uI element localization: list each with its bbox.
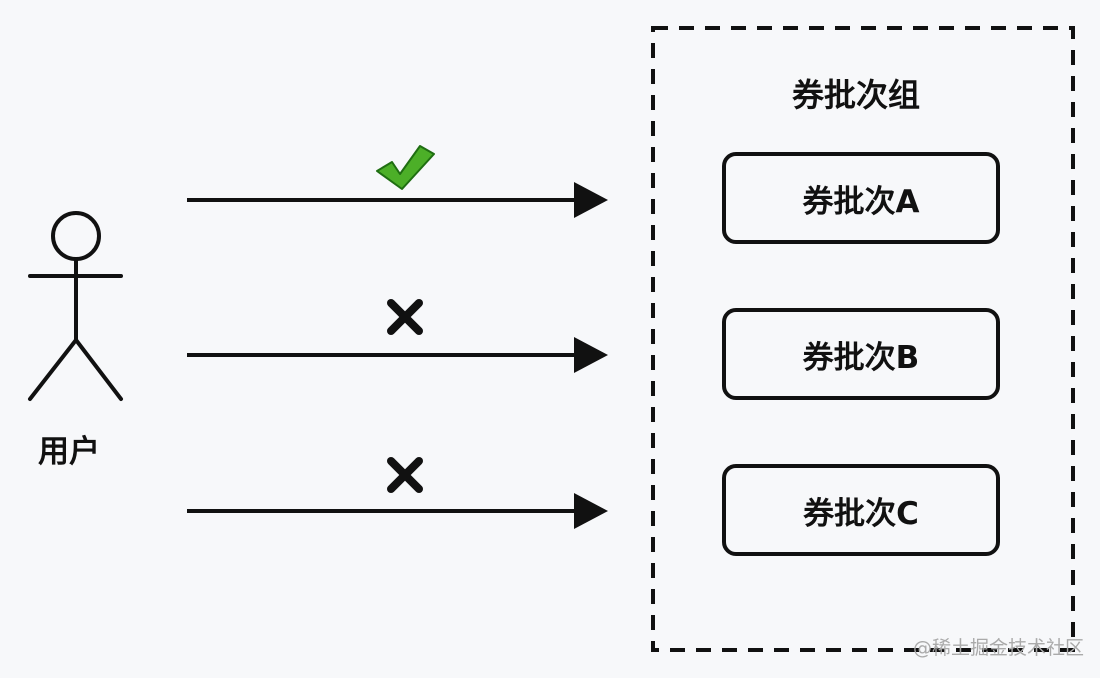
batch-box-a: 券批次A (722, 152, 1000, 244)
user-label: 用户 (38, 434, 100, 470)
cross-icon (387, 457, 423, 493)
cross-icon (387, 299, 423, 335)
batch-group-container (651, 26, 1075, 652)
batch-group-title: 券批次组 (792, 76, 921, 114)
batch-label: 券批次C (803, 495, 919, 532)
batch-box-c: 券批次C (722, 464, 1000, 556)
check-icon (376, 145, 435, 190)
arrow-to-batch-a (187, 182, 608, 218)
batch-label: 券批次B (802, 339, 920, 376)
arrow-to-batch-b (187, 337, 608, 373)
arrow-to-batch-c (187, 493, 608, 529)
batch-box-b: 券批次B (722, 308, 1000, 400)
batch-label: 券批次A (802, 183, 920, 220)
user-figure-icon (28, 211, 123, 401)
watermark: @稀土掘金技术社区 (912, 637, 1084, 659)
